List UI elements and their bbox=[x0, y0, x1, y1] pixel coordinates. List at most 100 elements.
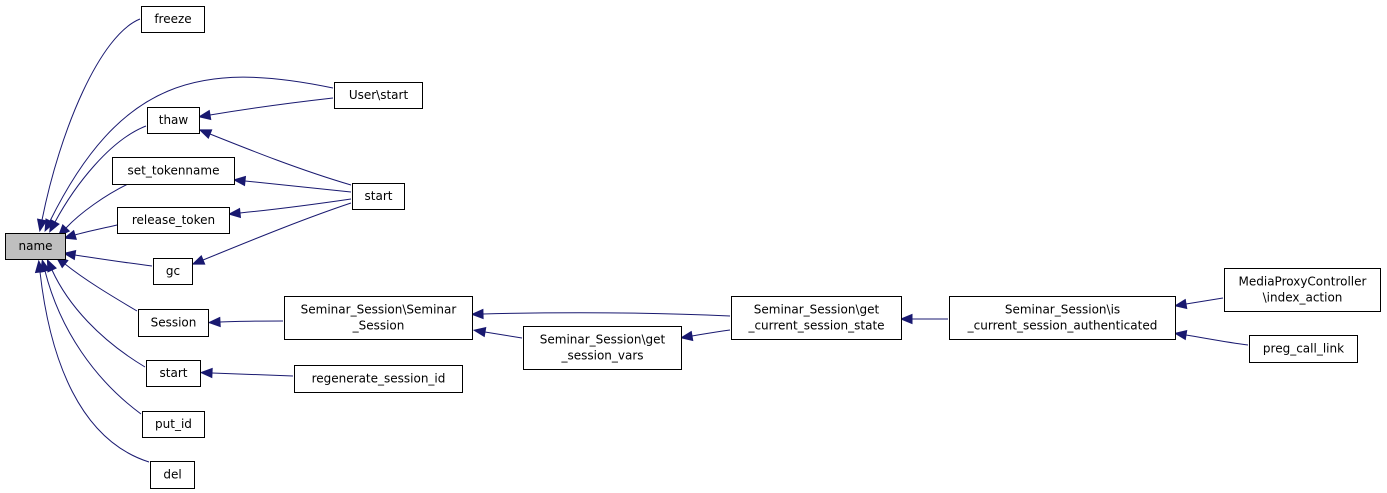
node-box bbox=[117, 207, 230, 234]
edge-line bbox=[484, 331, 523, 339]
edge-is-current-session-authenticated-to-get-current-session-state bbox=[899, 313, 949, 325]
node-user-start[interactable]: User\start bbox=[334, 82, 423, 109]
node-label: User\start bbox=[349, 88, 409, 102]
node-label: freeze bbox=[154, 12, 191, 26]
node-label: _current_session_state bbox=[747, 319, 884, 333]
edge-line bbox=[41, 18, 141, 221]
edge-del-to-name bbox=[34, 259, 150, 463]
edge-arrowhead bbox=[46, 258, 57, 273]
edge-line bbox=[482, 312, 731, 317]
node-label: release_token bbox=[132, 213, 215, 227]
node-label: \index_action bbox=[1263, 291, 1343, 305]
node-box bbox=[352, 183, 405, 210]
node-session[interactable]: Session bbox=[138, 309, 209, 337]
edge-put-id-to-name bbox=[40, 259, 142, 415]
edge-session-to-name bbox=[55, 256, 138, 312]
edge-start-top-to-set-tokenname bbox=[232, 175, 352, 193]
node-get-session-vars[interactable]: Seminar_Session\get _session_vars bbox=[523, 326, 682, 370]
edge-arrowhead bbox=[207, 316, 221, 328]
edge-start-top-to-release-token bbox=[227, 198, 352, 219]
node-start-mid[interactable]: start bbox=[146, 360, 201, 387]
edge-arrowhead bbox=[63, 229, 77, 240]
node-set-tokenname[interactable]: set_tokenname bbox=[112, 157, 235, 185]
node-seminar-session[interactable]: Seminar_Session\Seminar_Session bbox=[284, 296, 473, 340]
node-box bbox=[731, 296, 902, 340]
node-label: start bbox=[160, 366, 188, 380]
node-label: preg_call_link bbox=[1263, 342, 1344, 356]
edge-line bbox=[74, 224, 118, 236]
node-box bbox=[146, 360, 201, 387]
node-label: Seminar_Session\get bbox=[540, 333, 666, 347]
edge-arrowhead bbox=[199, 367, 213, 379]
edge-arrowhead bbox=[1173, 329, 1188, 341]
node-label: MediaProxyController bbox=[1239, 275, 1367, 289]
edge-arrowhead bbox=[36, 218, 48, 233]
edge-mediaproxy-index-action-to-is-current-session-authenticated bbox=[1173, 297, 1224, 310]
edge-line bbox=[219, 320, 284, 323]
edge-arrowhead bbox=[899, 313, 913, 325]
edge-line bbox=[244, 180, 352, 193]
node-gc[interactable]: gc bbox=[153, 258, 193, 285]
node-regenerate-session-id[interactable]: regenerate_session_id bbox=[294, 365, 463, 393]
node-label: _Session bbox=[352, 319, 405, 333]
edge-line bbox=[1185, 297, 1224, 305]
node-box bbox=[523, 326, 682, 370]
node-box bbox=[141, 6, 205, 33]
node-preg-call-link[interactable]: preg_call_link bbox=[1249, 335, 1358, 363]
node-box bbox=[150, 461, 195, 489]
node-label: _session_vars bbox=[560, 349, 643, 363]
node-box bbox=[294, 365, 463, 393]
edge-arrowhead bbox=[227, 207, 242, 219]
node-box bbox=[138, 309, 209, 337]
edge-start-top-to-thaw bbox=[198, 129, 352, 186]
edge-arrowhead bbox=[470, 308, 484, 320]
node-label: thaw bbox=[159, 113, 189, 127]
node-get-current-session-state[interactable]: Seminar_Session\get _current_session_stat… bbox=[731, 296, 902, 340]
node-label: name bbox=[18, 239, 52, 253]
node-box bbox=[1249, 335, 1358, 363]
node-label: Seminar_Session\is bbox=[1005, 303, 1120, 317]
edge-seminar-session-to-session bbox=[207, 316, 284, 328]
node-box bbox=[1224, 268, 1381, 312]
edge-line bbox=[65, 182, 131, 229]
edge-arrowhead bbox=[198, 129, 213, 140]
node-label: gc bbox=[166, 264, 180, 278]
edges-layer bbox=[34, 18, 1249, 463]
node-freeze[interactable]: freeze bbox=[141, 6, 205, 33]
node-start-top[interactable]: start bbox=[352, 183, 405, 210]
edge-arrowhead bbox=[232, 175, 247, 187]
node-label: _current_session_authenticated bbox=[967, 319, 1158, 333]
edge-arrowhead bbox=[34, 259, 46, 274]
edge-line bbox=[239, 198, 352, 214]
edge-line bbox=[51, 269, 146, 368]
edge-regenerate-session-id-to-start-mid bbox=[199, 367, 294, 379]
edge-start-mid-to-name bbox=[46, 258, 146, 368]
edge-thaw-to-name bbox=[49, 125, 147, 233]
edge-arrowhead bbox=[49, 219, 60, 233]
edge-get-current-session-state-to-seminar-session bbox=[470, 308, 731, 320]
node-thaw[interactable]: thaw bbox=[147, 107, 200, 134]
edge-user-start-to-thaw bbox=[197, 97, 334, 121]
edge-line bbox=[49, 76, 334, 222]
node-put-id[interactable]: put_id bbox=[142, 411, 205, 438]
edge-arrowhead bbox=[191, 254, 206, 265]
node-label: set_tokenname bbox=[128, 164, 220, 178]
edge-line bbox=[1185, 334, 1249, 346]
edge-get-current-session-state-to-get-session-vars bbox=[679, 329, 731, 342]
node-release-token[interactable]: release_token bbox=[117, 207, 230, 234]
node-label: Seminar_Session\get bbox=[754, 303, 880, 317]
node-mediaproxy-index-action[interactable]: MediaProxyController \index_action bbox=[1224, 268, 1381, 312]
edge-line bbox=[54, 125, 147, 223]
node-label: regenerate_session_id bbox=[312, 372, 446, 386]
edge-release-token-to-name bbox=[63, 224, 118, 240]
edge-arrowhead bbox=[197, 109, 212, 121]
edge-start-top-to-gc bbox=[191, 202, 352, 265]
edge-line bbox=[691, 329, 731, 337]
node-del[interactable]: del bbox=[150, 461, 195, 489]
edge-line bbox=[209, 97, 334, 116]
node-is-current-session-authenticated[interactable]: Seminar_Session\is _current_session_authe… bbox=[949, 296, 1176, 340]
node-name[interactable]: name bbox=[5, 233, 66, 260]
node-box bbox=[147, 107, 200, 134]
edge-line bbox=[202, 202, 352, 261]
